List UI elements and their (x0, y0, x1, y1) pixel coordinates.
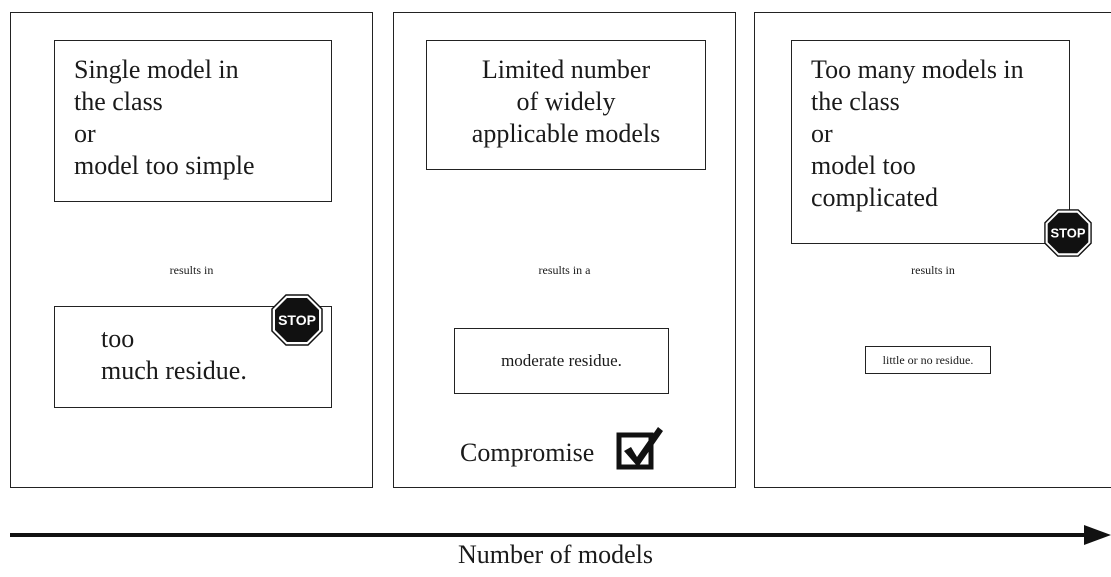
box-line: model too (811, 151, 916, 180)
panel-limited-models: Limited number of widely applicable mode… (393, 12, 736, 488)
box-line: little or no residue. (882, 353, 974, 367)
box-line: too (101, 324, 135, 353)
stop-sign-text: STOP (278, 312, 316, 328)
panel-too-many-models: Too many models in the class or model to… (754, 12, 1111, 488)
results-in-a-label: results in a (538, 263, 591, 277)
box-line: Too many models in (811, 55, 1024, 84)
box-line: or (811, 119, 833, 148)
stop-sign-icon: STOP (271, 294, 323, 346)
box-line: moderate residue. (501, 351, 622, 370)
box-line: the class (74, 87, 163, 116)
results-in-label: results in (911, 263, 955, 277)
stop-sign-icon: STOP (1044, 209, 1092, 257)
axis-label: Number of models (458, 540, 653, 569)
moderate-residue-box: moderate residue. (454, 328, 669, 394)
compromise-label: Compromise (460, 438, 595, 467)
checkbox-check-icon (616, 427, 663, 470)
box-line: Single model in (74, 55, 239, 84)
too-many-models-box: Too many models in the class or model to… (791, 40, 1070, 244)
stop-sign-text: STOP (1051, 226, 1086, 241)
box-line: of widely (516, 87, 616, 116)
little-or-no-residue-box: little or no residue. (865, 346, 991, 374)
panel-single-model: Single model in the class or model too s… (10, 12, 373, 488)
number-of-models-axis-arrow (10, 525, 1111, 545)
limited-models-box: Limited number of widely applicable mode… (426, 40, 706, 170)
box-line: the class (811, 87, 900, 116)
results-in-label: results in (169, 263, 214, 277)
box-line: Limited number (481, 55, 651, 84)
box-line: or (74, 119, 96, 148)
box-line: model too simple (74, 151, 255, 180)
single-model-box: Single model in the class or model too s… (54, 40, 332, 202)
box-line: applicable models (471, 119, 661, 148)
box-line: complicated (811, 183, 939, 212)
box-line: much residue. (101, 356, 247, 385)
